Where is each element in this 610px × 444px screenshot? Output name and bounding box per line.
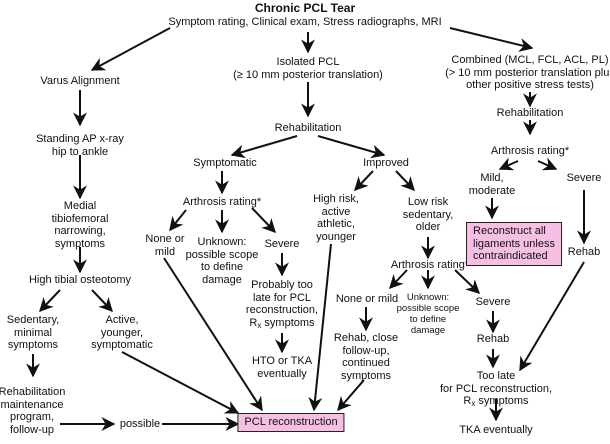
node-active-younger: Active, younger, symptomatic: [91, 314, 153, 351]
arrow-arthrosis-to-none: [169, 209, 187, 232]
node-mild-moderate: Mild, moderate: [468, 172, 516, 197]
node-probably-too-late: Probably too late for PCL reconstruction…: [245, 279, 319, 330]
title-chronic-pcl-tear: Chronic PCL Tear: [254, 1, 356, 15]
node-rehab-lowrisk: Rehab: [476, 333, 510, 345]
node-none-or-mild-2: None or mild: [335, 293, 399, 305]
arrow-rehab-r-to-toolate: [519, 261, 585, 372]
arrow-rehab-to-improved: [317, 135, 386, 159]
arrow-arthrosis-to-mild: [498, 157, 519, 171]
node-rehabilitation-center: Rehabilitation: [274, 122, 342, 134]
node-rehab-combined: Rehab: [567, 246, 601, 258]
node-standing-xray: Standing AP x-ray hip to ankle: [36, 133, 124, 158]
arrow-rehab-to-symptomatic: [230, 135, 298, 159]
node-arthrosis-rating-lowrisk: Arthrosis rating*: [390, 259, 470, 271]
node-none-or-mild: None or mild: [145, 233, 185, 258]
node-varus-alignment: Varus Alignment: [40, 75, 120, 87]
arrow-none-to-pcl: [163, 257, 263, 412]
node-assessment: Symptom rating, Clinical exam, Stress ra…: [168, 16, 442, 28]
node-combined: Combined (MCL, FCL, ACL, PL) (> 10 mm po…: [445, 54, 610, 91]
node-hto-or-tka: HTO or TKA eventually: [251, 355, 313, 380]
node-rehabilitation-combined: Rehabilitation: [496, 107, 564, 119]
node-unknown-scope: Unknown: possible scope to define damage: [185, 236, 259, 286]
arrow-highrisk-to-pcl: [308, 243, 332, 412]
arrow-improved-to-highrisk: [354, 170, 374, 192]
node-arthrosis-rating-combined: Arthrosis rating*: [490, 145, 570, 157]
node-high-tibial-osteotomy: High tibial osteotomy: [28, 274, 132, 286]
node-medial-narrowing: Medial tibiofemoral narrowing, symptoms: [51, 200, 109, 250]
arrow-arthrosis-to-severe-r: [537, 157, 558, 171]
node-unknown-scope-2: Unknown: possible scope to define damage: [396, 292, 460, 336]
box-reconstruct-all-ligaments: Reconstruct all ligaments unless contrai…: [466, 222, 562, 266]
node-too-late: Too late for PCL reconstruction, Rx symp…: [439, 370, 553, 408]
arrow-hto-to-active: [91, 289, 113, 313]
node-rehab-maintenance: Rehabilitation maintenance program, foll…: [0, 386, 66, 436]
arrow-assess-to-combined: [449, 27, 534, 52]
node-low-risk: Low risk sedentary, older: [402, 196, 454, 233]
node-arthrosis-rating-symptomatic: Arthrosis rating*: [182, 196, 262, 208]
label-possible: possible: [119, 418, 161, 430]
arrow-arthrosis2-to-severe: [454, 269, 481, 294]
node-isolated-pcl: Isolated PCL (≥ 10 mm posterior translat…: [233, 56, 383, 81]
arrow-hto-to-sedentary: [39, 289, 61, 313]
arrow-active-to-pcl: [121, 351, 240, 414]
arrow-rehab-close-to-pcl: [337, 379, 365, 412]
arrow-arthrosis2-to-none: [389, 269, 408, 290]
node-improved: Improved: [363, 157, 409, 169]
arrow-assess-to-varus: [90, 27, 171, 71]
arrow-arthrosis-to-severe: [251, 207, 276, 234]
node-severe-combined: Severe: [566, 172, 602, 184]
node-severe-symptomatic: Severe: [264, 238, 300, 250]
box-pcl-reconstruction: PCL reconstruction: [237, 413, 345, 432]
node-tka-eventually: TKA eventually: [459, 424, 533, 436]
node-sedentary: Sedentary, minimal symptoms: [6, 314, 60, 351]
node-symptomatic: Symptomatic: [193, 157, 257, 169]
arrow-improved-to-lowrisk: [395, 170, 415, 192]
node-rehab-close-followup: Rehab, close follow-up, continued sympto…: [333, 332, 399, 382]
node-high-risk: High risk, active athletic, younger: [313, 193, 359, 243]
node-severe-lowrisk: Severe: [475, 296, 511, 308]
